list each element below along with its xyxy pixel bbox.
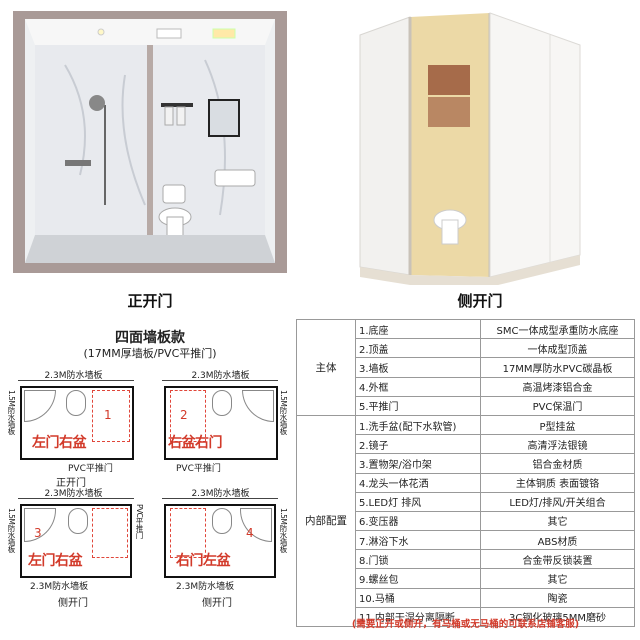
spec-value: 铝合金材质 bbox=[480, 453, 635, 474]
spec-item: 3.置物架/浴巾架 bbox=[355, 453, 481, 474]
spec-item: 5.LED灯 排风 bbox=[355, 491, 481, 512]
bottom-width-label: 2.3M防水墙板 bbox=[176, 582, 235, 592]
layouts-subtitle: (17MM厚墙板/PVC平推门) bbox=[83, 347, 217, 360]
width-label: 2.3M防水墙板 bbox=[44, 371, 103, 381]
dimension-line bbox=[18, 380, 134, 381]
dimension-line bbox=[162, 380, 278, 381]
layout-diagram-1: 2.3M防水墙板 1.5M防水墙板 1 左门右盆 PVC平推门 正开门 bbox=[6, 368, 146, 489]
spec-item: 5.平推门 bbox=[355, 395, 481, 416]
spec-item: 8.门锁 bbox=[355, 549, 481, 570]
spec-item: 10.马桶 bbox=[355, 587, 481, 608]
dimension-line bbox=[162, 498, 278, 499]
toilet-icon bbox=[212, 508, 232, 534]
width-label: 2.3M防水墙板 bbox=[44, 489, 103, 499]
sink-zone bbox=[92, 508, 128, 558]
spec-value: 高温烤漆铝合金 bbox=[480, 376, 635, 397]
side-label: 1.5M防水墙板 bbox=[7, 390, 16, 435]
spec-item: 2.镜子 bbox=[355, 434, 481, 455]
sink-zone bbox=[170, 390, 206, 442]
sink-zone bbox=[170, 508, 206, 558]
spec-item: 6.变压器 bbox=[355, 510, 481, 532]
layout-name: 右门左盆 bbox=[176, 553, 231, 569]
side-door-photo: 侧开门 bbox=[330, 5, 630, 310]
layout-number: 2 bbox=[180, 408, 188, 422]
toilet-icon bbox=[68, 508, 88, 534]
side-label: 1.5M防水墙板 bbox=[279, 508, 288, 553]
spec-value: 其它 bbox=[480, 568, 635, 589]
spec-row: 8.门锁合金带反锁装置 bbox=[297, 549, 635, 570]
spec-group-label: 内部配置 bbox=[296, 414, 356, 628]
sink-zone bbox=[92, 390, 130, 442]
dimension-line bbox=[18, 498, 134, 499]
spec-item: 4.龙头一体花洒 bbox=[355, 472, 481, 493]
side-label: 1.5M防水墙板 bbox=[7, 508, 16, 553]
layout-name: 右盆右门 bbox=[168, 435, 223, 451]
spec-value: 17MM厚防水PVC碳晶板 bbox=[480, 357, 635, 378]
spec-value: 一体成型顶盖 bbox=[480, 338, 635, 359]
spec-value: SMC一体成型承重防水底座 bbox=[480, 318, 635, 340]
front-door-photo: 正开门 bbox=[5, 5, 295, 310]
spec-item: 4.外框 bbox=[355, 376, 481, 397]
spec-item: 11.内部干湿分离隔断 bbox=[355, 606, 481, 628]
spec-item: 1.底座 bbox=[355, 318, 481, 340]
side-door-caption: 侧开门 bbox=[457, 292, 503, 310]
bottom-width-label: 2.3M防水墙板 bbox=[30, 582, 89, 592]
spec-row: 3.置物架/浴巾架铝合金材质 bbox=[297, 453, 635, 474]
spec-item: 1.洗手盆(配下水软管) bbox=[355, 414, 481, 436]
spec-value: LED灯/排风/开关组合 bbox=[480, 491, 635, 512]
side-door-illustration bbox=[359, 12, 581, 287]
layout-name: 左门右盆 bbox=[28, 553, 83, 569]
layout-number: 1 bbox=[104, 408, 112, 422]
spec-value: 主体铜质 表面镀铬 bbox=[480, 472, 635, 493]
door-type: 正开门 bbox=[56, 478, 86, 489]
door-label: PVC平推门 bbox=[135, 504, 144, 539]
door-label: PVC平推门 bbox=[176, 464, 221, 474]
door-type: 侧开门 bbox=[58, 598, 88, 609]
spec-value: 陶瓷 bbox=[480, 587, 635, 608]
spec-row: 4.龙头一体花洒主体铜质 表面镀铬 bbox=[297, 472, 635, 493]
spec-row: 10.马桶陶瓷 bbox=[297, 587, 635, 608]
spec-group-label: 主体 bbox=[296, 319, 356, 416]
footnote: (需要正开或侧开，有马桶或无马桶的可联系店铺客服) bbox=[351, 619, 580, 630]
door-type: 侧开门 bbox=[202, 598, 232, 609]
spec-row: 2.顶盖一体成型顶盖 bbox=[297, 338, 635, 359]
spec-item: 7.淋浴下水 bbox=[355, 530, 481, 551]
layout-diagram-2: 2.3M防水墙板 2 右盆右门 1.5M防水墙板 PVC平推门 正开门 bbox=[150, 368, 290, 488]
spec-value: 高清浮法银镜 bbox=[480, 434, 635, 455]
side-label: 1.5M防水墙板 bbox=[279, 390, 288, 435]
spec-item: 2.顶盖 bbox=[355, 338, 481, 359]
spec-item: 3.墙板 bbox=[355, 357, 481, 378]
front-door-illustration bbox=[13, 11, 287, 273]
spec-value: 3C钢化玻璃5MM磨砂 bbox=[480, 606, 635, 628]
toilet-icon bbox=[212, 390, 232, 416]
spec-value: 其它 bbox=[480, 510, 635, 532]
layout-diagram-3: 2.3M防水墙板 1.5M防水墙板 3 左门右盆 PVC平推门 2.3M防水墙板… bbox=[6, 486, 146, 610]
spec-value: P型挂盆 bbox=[480, 414, 635, 436]
width-label: 2.3M防水墙板 bbox=[191, 489, 250, 499]
spec-value: 合金带反锁装置 bbox=[480, 549, 635, 570]
spec-row: 2.镜子高清浮法银镜 bbox=[297, 434, 635, 455]
spec-row: 6.变压器其它 bbox=[297, 510, 635, 532]
spec-value: ABS材质 bbox=[480, 530, 635, 551]
spec-item: 9.螺丝包 bbox=[355, 568, 481, 589]
layout-name: 左门右盆 bbox=[32, 435, 87, 451]
layouts-title: 四面墙板款 bbox=[115, 330, 185, 346]
layout-number: 4 bbox=[246, 526, 254, 540]
layout-diagram-4: 2.3M防水墙板 4 右门左盆 1.5M防水墙板 2.3M防水墙板 侧开门 bbox=[150, 486, 290, 610]
spec-row: 4.外框高温烤漆铝合金 bbox=[297, 376, 635, 397]
width-label: 2.3M防水墙板 bbox=[191, 371, 250, 381]
layout-number: 3 bbox=[34, 526, 42, 540]
door-label: PVC平推门 bbox=[68, 464, 113, 474]
toilet-icon bbox=[66, 390, 86, 416]
front-door-caption: 正开门 bbox=[127, 292, 173, 310]
spec-value: PVC保温门 bbox=[480, 395, 635, 416]
